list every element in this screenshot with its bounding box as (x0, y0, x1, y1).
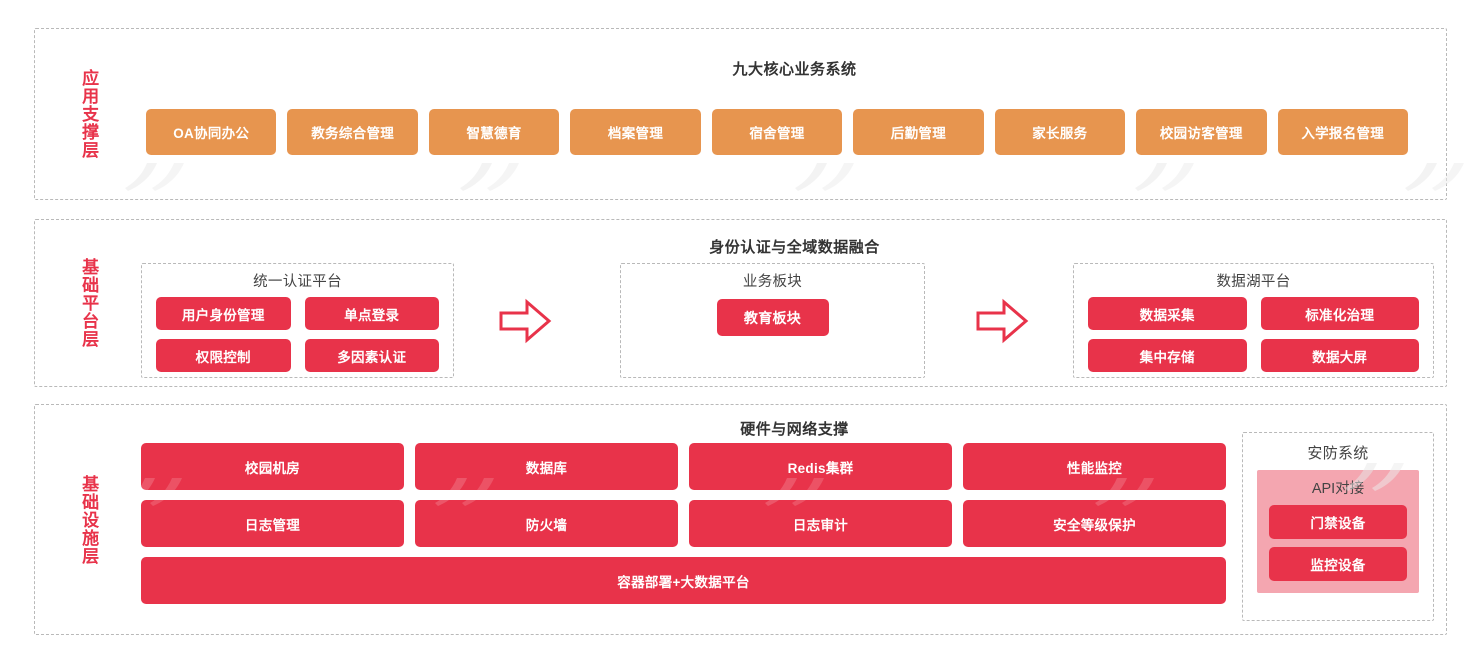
api-integration-panel: API对接 门禁设备 监控设备 (1257, 470, 1419, 593)
infra-box-campus-server-room[interactable]: 校园机房 (141, 443, 404, 490)
lake-box-centralized-storage[interactable]: 集中存储 (1088, 339, 1247, 372)
infra-box-security-level-protection[interactable]: 安全等级保护 (963, 500, 1226, 547)
app-box-archive-management[interactable]: 档案管理 (570, 109, 701, 155)
section-title-application: 九大核心业务系统 (732, 61, 857, 78)
section-title-platform: 身份认证与全域数据融合 (709, 239, 880, 256)
lake-box-standardized-governance[interactable]: 标准化治理 (1260, 297, 1419, 330)
api-integration-label: API对接 (1311, 481, 1365, 497)
group-title-unified-authentication: 统一认证平台 (253, 274, 342, 290)
right-arrow-icon-1 (497, 297, 553, 345)
business-sector-items: 教育板块 (621, 291, 924, 336)
group-title-data-lake-platform: 数据湖平台 (1216, 274, 1291, 290)
infra-box-database[interactable]: 数据库 (415, 443, 678, 490)
group-security-system: 安防系统 API对接 门禁设备 监控设备 (1242, 432, 1434, 621)
infra-box-container-deployment-bigdata[interactable]: 容器部署+大数据平台 (141, 557, 1226, 604)
app-box-logistics-management[interactable]: 后勤管理 (853, 109, 984, 155)
application-systems-row: OA协同办公 教务综合管理 智慧德育 档案管理 宿舍管理 后勤管理 家长服务 校… (146, 109, 1408, 155)
layer-label-infrastructure: 基础设施层 (79, 474, 99, 565)
security-box-access-control-device[interactable]: 门禁设备 (1269, 505, 1407, 539)
infrastructure-grid: 校园机房 数据库 Redis集群 性能监控 日志管理 防火墙 日志审计 安全等级… (141, 443, 1226, 547)
app-box-academic-affairs[interactable]: 教务综合管理 (287, 109, 418, 155)
lake-box-data-collection[interactable]: 数据采集 (1088, 297, 1247, 330)
app-box-campus-visitor-management[interactable]: 校园访客管理 (1136, 109, 1267, 155)
right-arrow-icon-2 (974, 297, 1030, 345)
layer-label-application: 应用支撑层 (79, 69, 99, 159)
group-business-sector: 业务板块 教育板块 (620, 263, 925, 378)
infra-box-log-management[interactable]: 日志管理 (141, 500, 404, 547)
infra-box-firewall[interactable]: 防火墙 (415, 500, 678, 547)
lake-box-data-dashboard[interactable]: 数据大屏 (1260, 339, 1419, 372)
app-box-dormitory-management[interactable]: 宿舍管理 (711, 109, 843, 155)
infra-box-performance-monitoring[interactable]: 性能监控 (963, 443, 1226, 490)
auth-box-user-identity-management[interactable]: 用户身份管理 (156, 297, 291, 330)
auth-box-multi-factor-authentication[interactable]: 多因素认证 (304, 339, 439, 372)
section-title-infrastructure: 硬件与网络支撑 (740, 421, 849, 438)
group-unified-authentication-platform: 统一认证平台 用户身份管理 单点登录 权限控制 多因素认证 (141, 263, 454, 378)
unified-authentication-items: 用户身份管理 单点登录 权限控制 多因素认证 (142, 291, 453, 372)
biz-box-education-sector[interactable]: 教育板块 (716, 299, 829, 336)
infra-box-log-audit[interactable]: 日志审计 (689, 500, 952, 547)
infra-box-redis-cluster[interactable]: Redis集群 (689, 443, 952, 490)
group-title-security-system: 安防系统 (1307, 445, 1369, 462)
auth-box-permission-control[interactable]: 权限控制 (156, 339, 291, 372)
group-data-lake-platform: 数据湖平台 数据采集 标准化治理 集中存储 数据大屏 (1073, 263, 1434, 378)
app-box-smart-moral-education[interactable]: 智慧德育 (428, 109, 560, 155)
app-box-parent-service[interactable]: 家长服务 (994, 109, 1126, 155)
auth-box-single-sign-on[interactable]: 单点登录 (304, 297, 439, 330)
app-box-oa[interactable]: OA协同办公 (146, 109, 277, 155)
group-title-business-sector: 业务板块 (742, 274, 803, 290)
app-box-enrollment-management[interactable]: 入学报名管理 (1277, 109, 1408, 155)
data-lake-items: 数据采集 标准化治理 集中存储 数据大屏 (1074, 291, 1433, 372)
layer-label-platform: 基础平台层 (79, 258, 99, 348)
security-box-surveillance-device[interactable]: 监控设备 (1269, 547, 1407, 581)
